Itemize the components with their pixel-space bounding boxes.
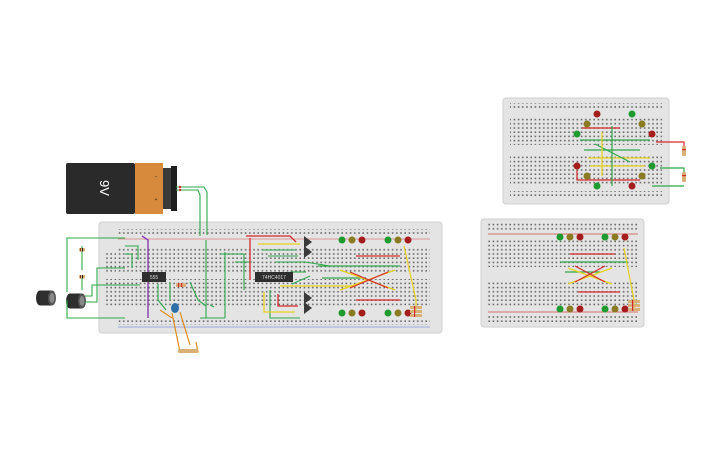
led-red <box>576 233 584 241</box>
led-green <box>593 182 601 190</box>
led-olive <box>583 120 591 128</box>
led-red <box>358 236 366 244</box>
resistor-left-1[interactable] <box>79 248 85 252</box>
chip-74hc4017[interactable]: 74HC4017 <box>255 272 293 282</box>
led-green <box>338 236 346 244</box>
resistor-left-2[interactable] <box>79 275 85 279</box>
bottom-right-leds <box>556 233 629 313</box>
led-red <box>621 233 629 241</box>
ceramic-capacitor[interactable] <box>171 303 199 353</box>
led-olive <box>394 309 402 317</box>
timer-wiring <box>66 235 225 319</box>
orange-jumper <box>159 309 173 319</box>
led-olive <box>394 236 402 244</box>
led-green <box>338 309 346 317</box>
led-olive <box>611 305 619 313</box>
battery-label: 9V <box>97 180 112 196</box>
led-red <box>404 309 412 317</box>
resistor-timer[interactable] <box>176 283 186 287</box>
led-red <box>628 182 636 190</box>
led-green <box>601 233 609 241</box>
led-green <box>573 130 581 138</box>
battery-9v[interactable]: 9V + − <box>66 163 177 214</box>
bottom-right-resistor-stack <box>628 300 640 311</box>
led-green <box>556 305 564 313</box>
led-green <box>384 236 392 244</box>
electrolytic-capacitor-2[interactable] <box>66 293 86 309</box>
main-led-row-top <box>338 236 412 244</box>
top-right-breadboard[interactable] <box>502 97 670 205</box>
led-olive <box>348 309 356 317</box>
led-green <box>601 305 609 313</box>
transistor-2[interactable] <box>304 292 312 314</box>
top-right-leds <box>573 110 656 190</box>
chip-555-label: 555 <box>150 275 159 281</box>
main-led-row-bottom <box>338 309 412 317</box>
chip-74hc4017-label: 74HC4017 <box>262 275 286 281</box>
battery-plus-mark: + <box>155 197 158 203</box>
led-olive <box>638 172 646 180</box>
led-red <box>576 305 584 313</box>
led-red <box>573 162 581 170</box>
led-olive <box>611 233 619 241</box>
led-olive <box>566 305 574 313</box>
led-green <box>384 309 392 317</box>
led-red <box>621 305 629 313</box>
top-right-resistors <box>682 146 686 182</box>
chip-555[interactable]: 555 <box>142 272 166 282</box>
led-green <box>648 162 656 170</box>
electrolytic-capacitor-1[interactable] <box>36 290 56 306</box>
battery-leads <box>176 185 208 236</box>
led-olive <box>566 233 574 241</box>
transistor-1[interactable] <box>304 236 312 258</box>
led-olive <box>583 172 591 180</box>
led-green <box>556 233 564 241</box>
led-red <box>648 130 656 138</box>
main-resistor-stack <box>410 306 422 317</box>
led-red <box>593 110 601 118</box>
led-olive <box>348 236 356 244</box>
led-red <box>358 309 366 317</box>
led-red <box>404 236 412 244</box>
led-green <box>628 110 636 118</box>
led-olive <box>638 120 646 128</box>
battery-minus-mark: − <box>155 174 158 180</box>
counter-wiring <box>220 235 356 319</box>
